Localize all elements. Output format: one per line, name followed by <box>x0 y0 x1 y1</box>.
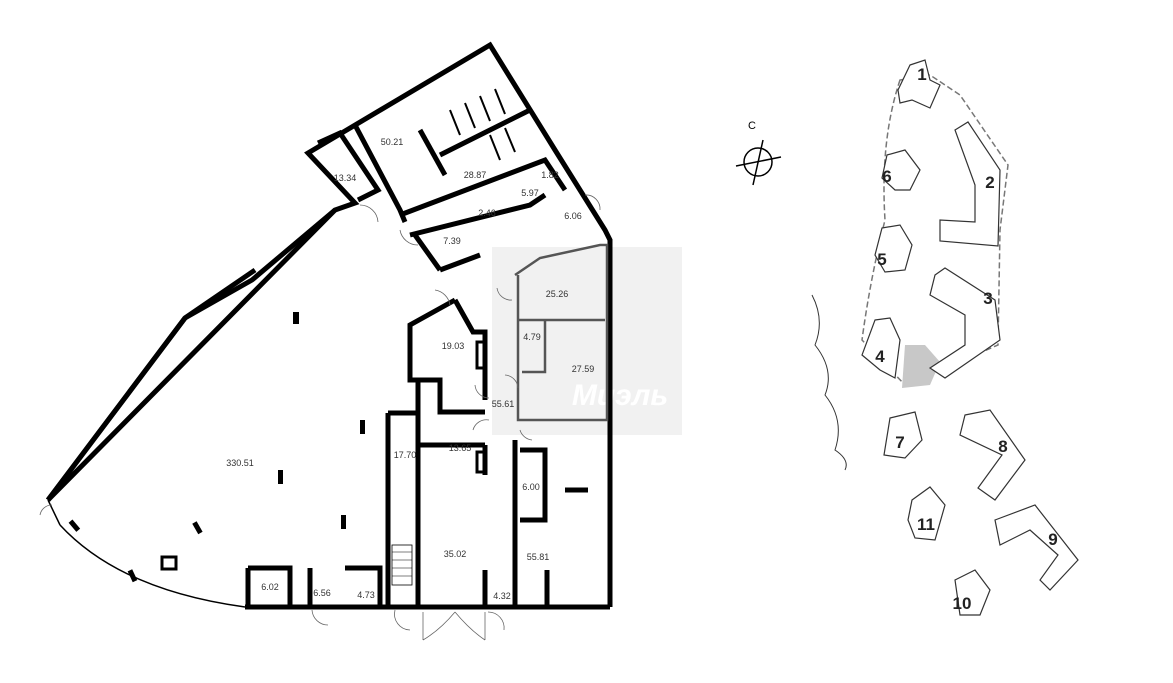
building-number: 11 <box>917 515 935 534</box>
compass-north-icon: С <box>735 120 782 186</box>
room-area-label: 6.06 <box>564 211 582 221</box>
room-area-label: 1.82 <box>541 170 559 180</box>
watermark: Миэль <box>492 247 682 435</box>
room-area-label: 6.00 <box>522 482 540 492</box>
room-area-label: 13.65 <box>449 443 472 453</box>
room-area-label: 50.21 <box>381 137 404 147</box>
watermark-text: Миэль <box>572 379 668 412</box>
room-area-label: 5.97 <box>521 188 539 198</box>
room-area-label: 55.61 <box>492 399 515 409</box>
room-area-label: 17.70 <box>394 450 417 460</box>
highlighted-building <box>902 345 940 388</box>
room-area-label: 6.56 <box>313 588 331 598</box>
room-area-label: 330.51 <box>226 458 254 468</box>
room-area-label: 7.39 <box>443 236 461 246</box>
building-number: 9 <box>1048 530 1057 549</box>
building-number: 3 <box>983 289 992 308</box>
room-area-label: 4.73 <box>357 590 375 600</box>
site-plan: 1 2 3 4 5 6 7 8 9 10 11 <box>811 59 1079 616</box>
room-area-label: 4.79 <box>523 332 541 342</box>
room-area-label: 6.02 <box>261 582 279 592</box>
building-number: 7 <box>895 433 904 452</box>
room-area-label: 4.32 <box>493 591 511 601</box>
room-area-label: 13.34 <box>334 173 357 183</box>
building-number: 6 <box>882 167 891 186</box>
building-number: 4 <box>875 347 885 366</box>
room-area-label: 27.59 <box>572 364 595 374</box>
building-number: 1 <box>917 65 926 84</box>
compass-label: С <box>748 120 756 132</box>
room-area-label: 19.03 <box>442 341 465 351</box>
building-number: 10 <box>953 594 972 613</box>
building-number: 8 <box>998 437 1007 456</box>
room-area-label: 35.02 <box>444 549 467 559</box>
room-area-label: 55.81 <box>527 552 550 562</box>
building-number: 2 <box>985 173 994 192</box>
room-area-label: 2.46 <box>478 208 496 218</box>
room-area-label: 28.87 <box>464 170 487 180</box>
room-area-label: 25.26 <box>546 289 569 299</box>
room-labels: 50.21 13.34 28.87 1.82 5.97 2.46 6.06 7.… <box>226 137 594 601</box>
building-number: 5 <box>877 250 886 269</box>
walls <box>39 41 613 641</box>
